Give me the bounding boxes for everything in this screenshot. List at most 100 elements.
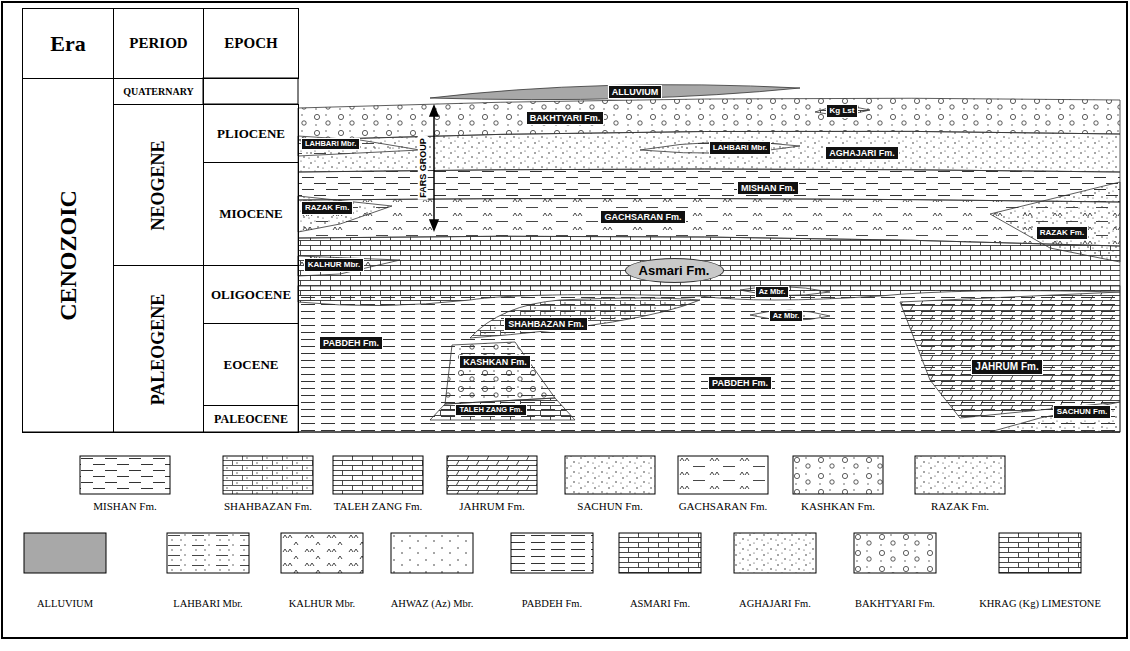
legend-label: SACHUN Fm. xyxy=(577,500,642,512)
formation-name: Asmari Fm. xyxy=(639,263,710,278)
legend-swatch xyxy=(280,532,364,574)
legend-label: KHRAG (Kg) LIMESTONE xyxy=(979,598,1101,609)
legend-sample xyxy=(565,456,655,494)
cell-label: EOCENE xyxy=(224,357,279,373)
legend-label: AGHAJARI Fm. xyxy=(739,598,811,609)
formation-name: SHAHBAZAN Fm. xyxy=(508,319,584,329)
legend-swatch xyxy=(564,455,656,495)
legend-label: GACHSARAN Fm. xyxy=(679,500,768,512)
cell-label: PALEOGENE xyxy=(148,293,169,405)
table-cell: CENOZOIC xyxy=(22,78,114,433)
legend-sample xyxy=(333,456,423,494)
legend-swatch xyxy=(222,455,314,495)
table-cell: PLIOCENE xyxy=(203,104,299,163)
legend-sample xyxy=(854,533,936,573)
formation-name: GACHSARAN Fm. xyxy=(604,212,681,222)
cell-label: PALEOCENE xyxy=(214,412,288,427)
legend-swatch xyxy=(677,455,769,495)
legend-swatch xyxy=(618,532,702,574)
cell-label: CENOZOIC xyxy=(55,190,82,321)
legend-swatch xyxy=(332,455,424,495)
formation-tag: LAHBARI Mbr. xyxy=(301,138,360,151)
legend-sample xyxy=(734,533,816,573)
stratigraphic-section xyxy=(298,85,1120,432)
table-cell: OLIGOCENE xyxy=(203,265,299,324)
formation-tag: MISHAN Fm. xyxy=(737,181,799,195)
table-cell: QUATERNARY xyxy=(113,78,204,105)
formation-tag: BAKHTYARI Fm. xyxy=(526,111,605,125)
legend-label: KASHKAN Fm. xyxy=(801,500,875,512)
legend-sample xyxy=(511,533,593,573)
legend-sample xyxy=(281,533,363,573)
legend-sample xyxy=(619,533,701,573)
legend-sample xyxy=(447,456,537,494)
cell-label: EPOCH xyxy=(224,35,277,52)
formation-tag: PABDEH Fm. xyxy=(319,336,383,350)
formation-name: RAZAK Fm. xyxy=(305,203,349,212)
legend-sample xyxy=(167,533,249,573)
formation-tag: RAZAK Fm. xyxy=(1036,226,1088,239)
legend-sample xyxy=(793,456,883,494)
formation-tag: Az Mbr. xyxy=(755,286,790,299)
cell-label: QUATERNARY xyxy=(123,86,194,97)
legend-label: TALEH ZANG Fm. xyxy=(334,500,423,512)
table-cell: EPOCH xyxy=(203,8,299,79)
group-arrow xyxy=(430,106,438,230)
cell-label: OLIGOCENE xyxy=(211,287,291,303)
formation-name: SACHUN Fm. xyxy=(1057,407,1108,416)
legend-sample xyxy=(999,533,1081,573)
cell-label: PERIOD xyxy=(129,35,187,52)
table-cell: PALEOGENE xyxy=(113,265,204,433)
formation-name: JAHRUM Fm. xyxy=(975,361,1038,372)
legend-swatch xyxy=(23,532,107,574)
legend-swatch xyxy=(79,455,171,495)
legend-label: ASMARI Fm. xyxy=(630,598,690,609)
legend-sample xyxy=(223,456,313,494)
legend-label: PABDEH Fm. xyxy=(522,598,582,609)
formation-tag: RAZAK Fm. xyxy=(301,201,353,214)
formation-tag: SACHUN Fm. xyxy=(1053,405,1112,418)
formation-tag: SHAHBAZAN Fm. xyxy=(504,317,588,331)
formation-tag: GACHSARAN Fm. xyxy=(600,210,685,224)
legend-label: LAHBARI Mbr. xyxy=(173,598,242,609)
legend-label: ALLUVIUM xyxy=(37,598,93,609)
formation-name: KASHKAN Fm. xyxy=(463,357,527,367)
table-cell: NEOGENE xyxy=(113,104,204,266)
formation-tag: KASHKAN Fm. xyxy=(459,355,531,369)
formation-name: PABDEH Fm. xyxy=(712,378,768,388)
legend-label: SHAHBAZAN Fm. xyxy=(224,500,312,512)
legend-swatch xyxy=(733,532,817,574)
legend-label: BAKHTYARI Fm. xyxy=(855,598,935,609)
legend-swatch xyxy=(390,532,474,574)
formation-tag: ALLUVIUM xyxy=(608,85,663,99)
formation-name: LAHBARI Mbr. xyxy=(713,143,768,152)
legend-label: RAZAK Fm. xyxy=(931,500,989,512)
table-cell: Era xyxy=(22,8,114,79)
formation-name: PABDEH Fm. xyxy=(323,338,379,348)
legend-swatch xyxy=(914,455,1006,495)
cell-label: Era xyxy=(50,31,85,57)
formation-tag: TALEH ZANG Fm. xyxy=(455,404,526,417)
formation-name: BAKHTYARI Fm. xyxy=(530,113,601,123)
formation-name: Az Mbr. xyxy=(773,311,800,320)
formation-name: MISHAN Fm. xyxy=(741,183,795,193)
legend-swatch xyxy=(792,455,884,495)
group-label: FARS GROUP xyxy=(418,136,428,200)
formation-name: KALHUR Mbr. xyxy=(308,260,360,269)
legend-sample xyxy=(80,456,170,494)
legend-swatch xyxy=(510,532,594,574)
formation-tag: Kg Lst xyxy=(826,104,859,117)
cell-label: PLIOCENE xyxy=(217,126,285,142)
formation-name: TALEH ZANG Fm. xyxy=(459,405,522,414)
formation-tag: Az Mbr. xyxy=(769,310,804,323)
formation-name: RAZAK Fm. xyxy=(1040,228,1084,237)
legend-sample xyxy=(915,456,1005,494)
legend-label: JAHRUM Fm. xyxy=(459,500,524,512)
legend-swatch xyxy=(853,532,937,574)
formation-name: ALLUVIUM xyxy=(612,87,659,97)
legend-label: MISHAN Fm. xyxy=(93,500,157,512)
table-cell: PERIOD xyxy=(113,8,204,79)
cell-label: MIOCENE xyxy=(219,206,283,222)
formation-name: LAHBARI Mbr. xyxy=(305,139,356,148)
legend-swatch xyxy=(998,532,1082,574)
